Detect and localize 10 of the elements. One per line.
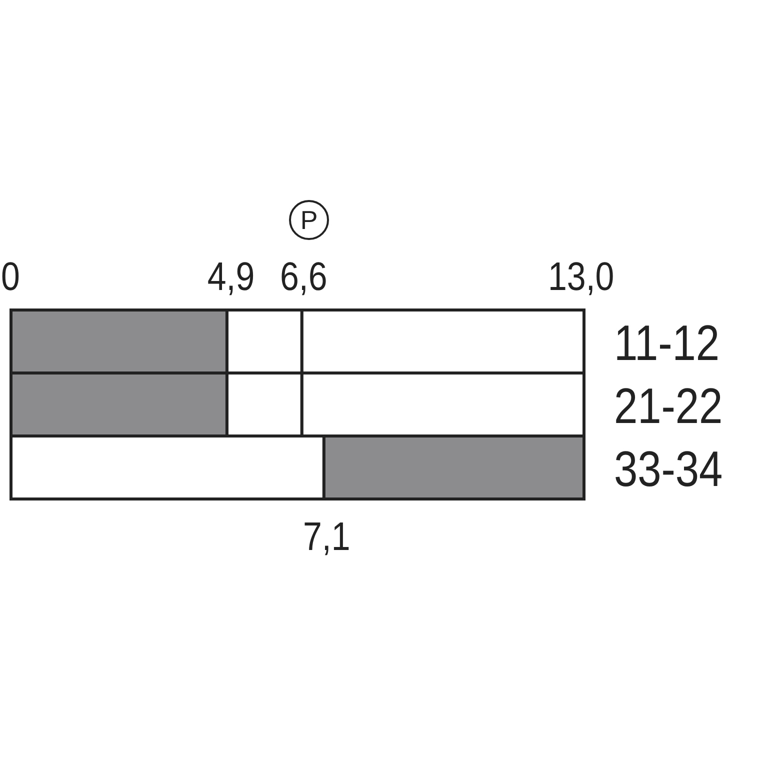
scale-value: 0 bbox=[1, 257, 20, 297]
circle-marker bbox=[289, 200, 329, 240]
scale-value: 4,9 bbox=[208, 257, 255, 297]
position-label: P bbox=[300, 207, 318, 233]
row-label: 11-12 bbox=[614, 318, 720, 368]
scale-value: 6,6 bbox=[280, 257, 328, 297]
scale-value: 13,0 bbox=[548, 257, 614, 297]
scale-value: 7,1 bbox=[303, 517, 350, 557]
row-label: 21-22 bbox=[614, 381, 723, 431]
row-label: 33-34 bbox=[614, 444, 723, 494]
